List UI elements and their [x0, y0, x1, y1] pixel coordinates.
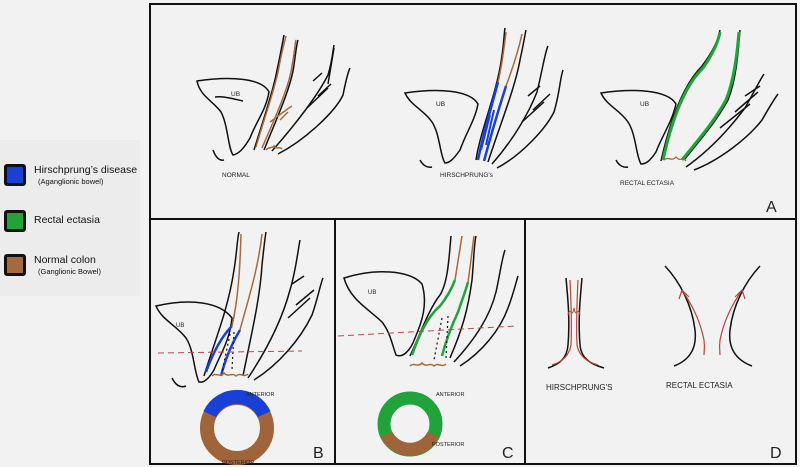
anterior-label: ANTERIOR	[436, 392, 464, 398]
panel-b-frame	[150, 219, 335, 464]
ub-label: UB	[368, 290, 376, 296]
posterior-label: POSTERIOR	[432, 442, 464, 448]
caption-normal: NORMAL	[222, 172, 250, 179]
panel-a-frame	[150, 4, 796, 219]
panel-letter-c: C	[502, 445, 514, 462]
caption-ectasia: RECTAL ECTASIA	[620, 180, 675, 187]
panel-letter-d: D	[770, 445, 782, 462]
ub-label: UB	[231, 91, 240, 98]
panel-d-left-label: HIRSCHPRUNG'S	[546, 383, 612, 392]
panel-letter-a: A	[766, 199, 777, 216]
posterior-label: POSTERIOR	[222, 460, 254, 466]
panel-d-frame	[525, 219, 796, 464]
caption-hirschsprung: HIRSCHPRUNG's	[440, 172, 494, 179]
ub-label: UB	[436, 101, 445, 108]
panel-d-right-label: RECTAL ECTASIA	[666, 381, 733, 390]
ub-label: UB	[640, 101, 649, 108]
panel-letter-b: B	[313, 445, 324, 462]
ub-label: UB	[176, 323, 184, 329]
anterior-label: ANTERIOR	[246, 392, 274, 398]
